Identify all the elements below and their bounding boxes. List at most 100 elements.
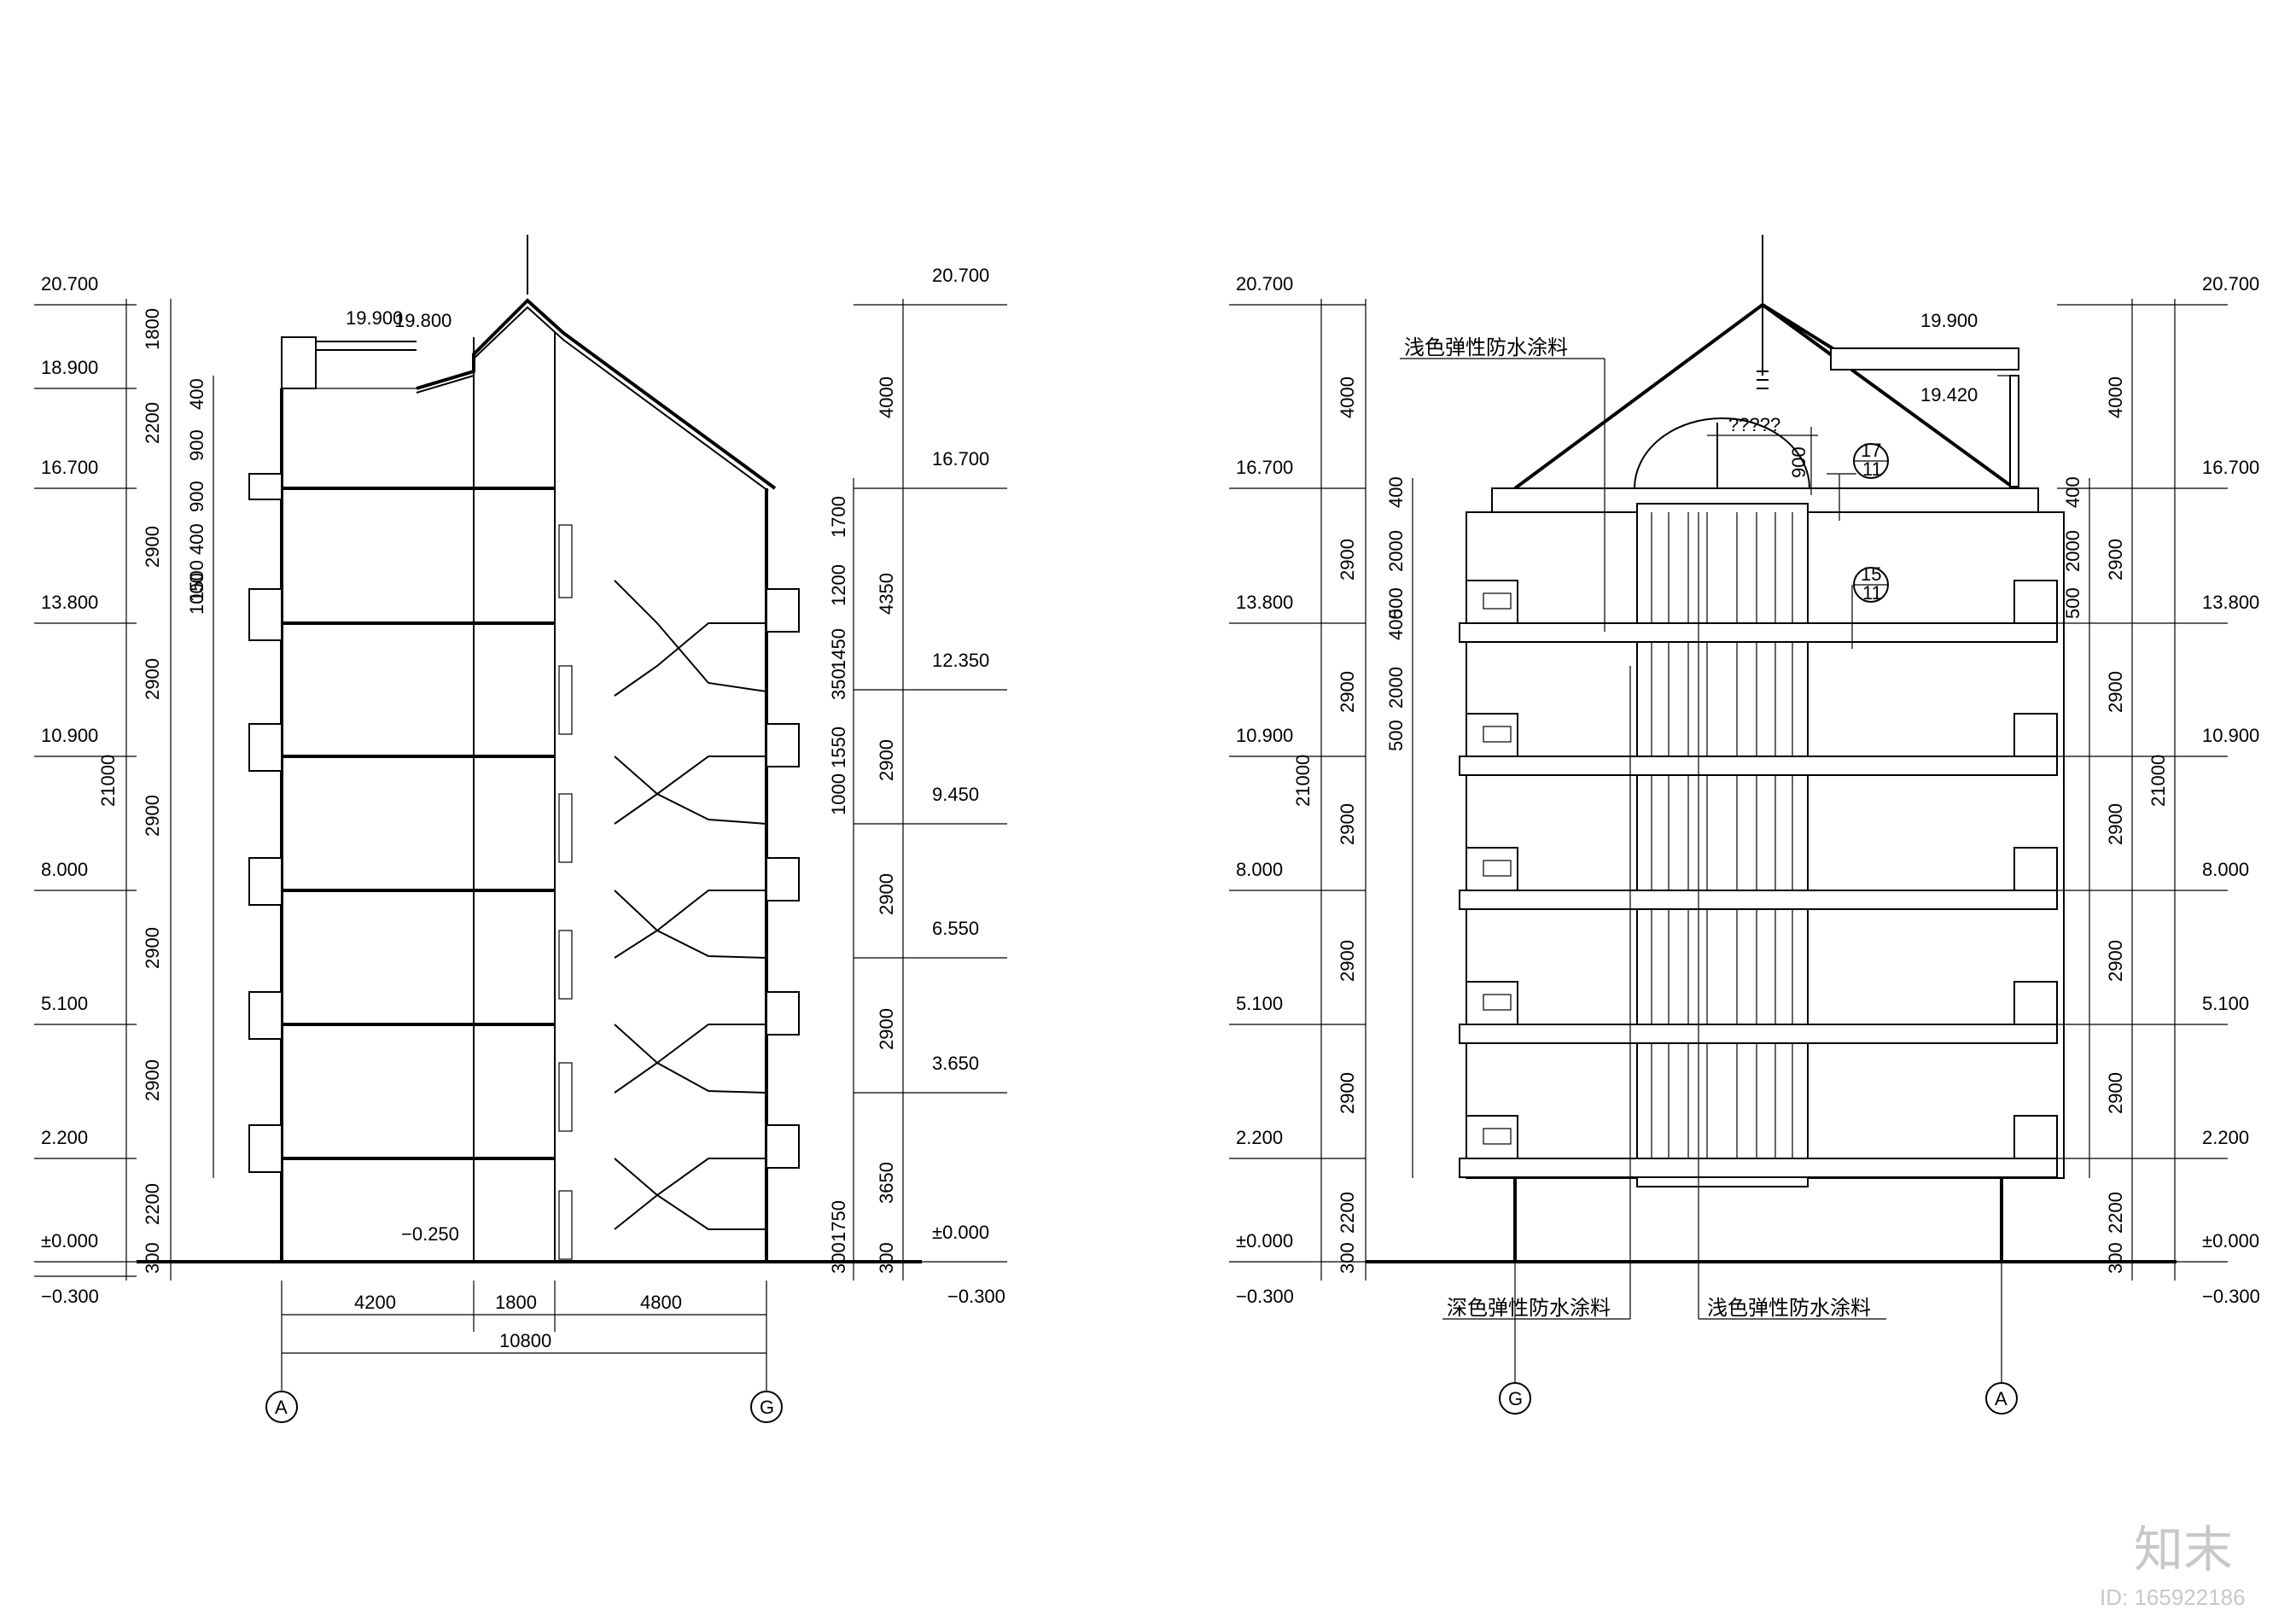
dim-label: 4350 (876, 573, 897, 615)
detail-number: 17 (1861, 440, 1881, 461)
level-label: 2.200 (1236, 1127, 1283, 1148)
dim-label: 1450 (828, 628, 849, 670)
dim-label: 2900 (1337, 671, 1358, 713)
dim-label: 2900 (876, 873, 897, 915)
dim-label: 4000 (876, 376, 897, 418)
level-label: 3.650 (932, 1053, 979, 1074)
dim-label: 2900 (142, 526, 163, 568)
level-label: 6.550 (932, 918, 979, 939)
level-label: 2.200 (41, 1127, 88, 1148)
level-label: 16.700 (932, 448, 989, 470)
dim-label: 4800 (640, 1292, 682, 1313)
dim-label: 3650 (876, 1162, 897, 1204)
dim-label: 350 (828, 668, 849, 700)
dim-label: 500 (1385, 720, 1407, 751)
watermark-logo: 知末 (2134, 1520, 2233, 1578)
level-label: 13.800 (41, 592, 98, 613)
dim-label: 2900 (2105, 803, 2126, 845)
level-label: 5.100 (41, 993, 88, 1014)
level-label: 5.100 (1236, 993, 1283, 1014)
dim-label: 300 (1337, 1242, 1358, 1274)
level-label: 16.700 (41, 457, 98, 478)
dome-label: ????? (1728, 414, 1780, 435)
level-label: −0.300 (2202, 1286, 2260, 1307)
detail-sheet: 11 (1862, 582, 1882, 604)
level-label: 2.200 (2202, 1127, 2249, 1148)
roof-level-label: 19.800 (394, 310, 452, 331)
dim-label: 2900 (1337, 1072, 1358, 1114)
inner-level-label: −0.250 (401, 1223, 459, 1245)
dim-label: 2000 (2062, 530, 2083, 572)
roof-level-label: 19.420 (1920, 384, 1978, 406)
dim-label: 300 (142, 1242, 163, 1274)
level-label: 20.700 (932, 265, 989, 286)
level-label: 8.000 (41, 859, 88, 880)
axis-label: A (275, 1397, 288, 1418)
dim-label: 4200 (354, 1292, 396, 1313)
axis-bubble (1499, 1382, 1531, 1415)
dim-label: 400 (1385, 476, 1407, 508)
watermark-id: ID: 165922186 (2100, 1584, 2246, 1610)
level-label: −0.300 (947, 1286, 1005, 1307)
level-label: 20.700 (41, 273, 98, 295)
level-label: ±0.000 (2202, 1230, 2259, 1252)
axis-label: G (760, 1397, 774, 1418)
level-label: ±0.000 (932, 1222, 989, 1243)
dim-label: 2900 (2105, 940, 2126, 982)
material-note: 浅色弹性防水涂料 (1707, 1296, 1871, 1320)
level-label: 10.900 (1236, 725, 1293, 746)
level-label: −0.300 (41, 1286, 99, 1307)
dim-label: 400 (2062, 476, 2083, 508)
axis-bubble (750, 1391, 783, 1423)
dim-label: 1750 (828, 1200, 849, 1242)
level-label: 16.700 (2202, 457, 2259, 478)
dim-label: 900 (186, 481, 207, 512)
dim-label: 2200 (142, 1183, 163, 1225)
dim-label: 1800 (495, 1292, 537, 1313)
level-label: 9.450 (932, 784, 979, 805)
dim-label: 4000 (2105, 376, 2126, 418)
dim-label: 2900 (876, 1008, 897, 1050)
level-label: 8.000 (2202, 859, 2249, 880)
dim-label: 2900 (1337, 539, 1358, 581)
dim-label: 500 (1385, 587, 1407, 619)
total-dim-label: 10800 (499, 1330, 551, 1351)
level-label: −0.300 (1236, 1286, 1294, 1307)
dim-label: 2000 (1385, 530, 1407, 572)
level-label: 13.800 (1236, 592, 1293, 613)
dim-label: 2900 (142, 1059, 163, 1101)
dim-label: 2200 (142, 402, 163, 444)
level-label: 12.350 (932, 650, 989, 671)
dim-label: 2900 (142, 927, 163, 969)
dim-label: 2900 (2105, 671, 2126, 713)
detail-number: 15 (1861, 563, 1881, 585)
dim-label: 400 (1385, 609, 1407, 640)
dim-label: 300 (2105, 1242, 2126, 1274)
dim-label: 500 (2062, 587, 2083, 619)
dim-label: 1700 (828, 496, 849, 538)
level-label: 10.900 (2202, 725, 2259, 746)
axis-bubble (265, 1391, 298, 1423)
dim-label: 2200 (1337, 1192, 1358, 1234)
level-label: 16.700 (1236, 457, 1293, 478)
dim-label: 1500 (186, 560, 207, 602)
dim-label: 1200 (828, 564, 849, 606)
level-label: ±0.000 (1236, 1230, 1293, 1252)
dim-label: 2900 (876, 739, 897, 781)
dim-label: 1550 (828, 726, 849, 768)
material-note: 浅色弹性防水涂料 (1404, 335, 1568, 359)
level-label: 5.100 (2202, 993, 2249, 1014)
dim-label: 1000 (186, 573, 207, 615)
dim-label: 900 (1788, 446, 1809, 478)
dim-label: 900 (186, 429, 207, 461)
dim-label: 2000 (1385, 667, 1407, 709)
level-label: ±0.000 (41, 1230, 98, 1252)
dim-label: 400 (186, 378, 207, 410)
level-label: 20.700 (2202, 273, 2259, 295)
dim-label: 2900 (2105, 539, 2126, 581)
dim-label: 2900 (142, 658, 163, 700)
dim-label: 1000 (828, 773, 849, 815)
detail-sheet: 11 (1862, 458, 1882, 480)
material-note: 深色弹性防水涂料 (1447, 1296, 1611, 1320)
